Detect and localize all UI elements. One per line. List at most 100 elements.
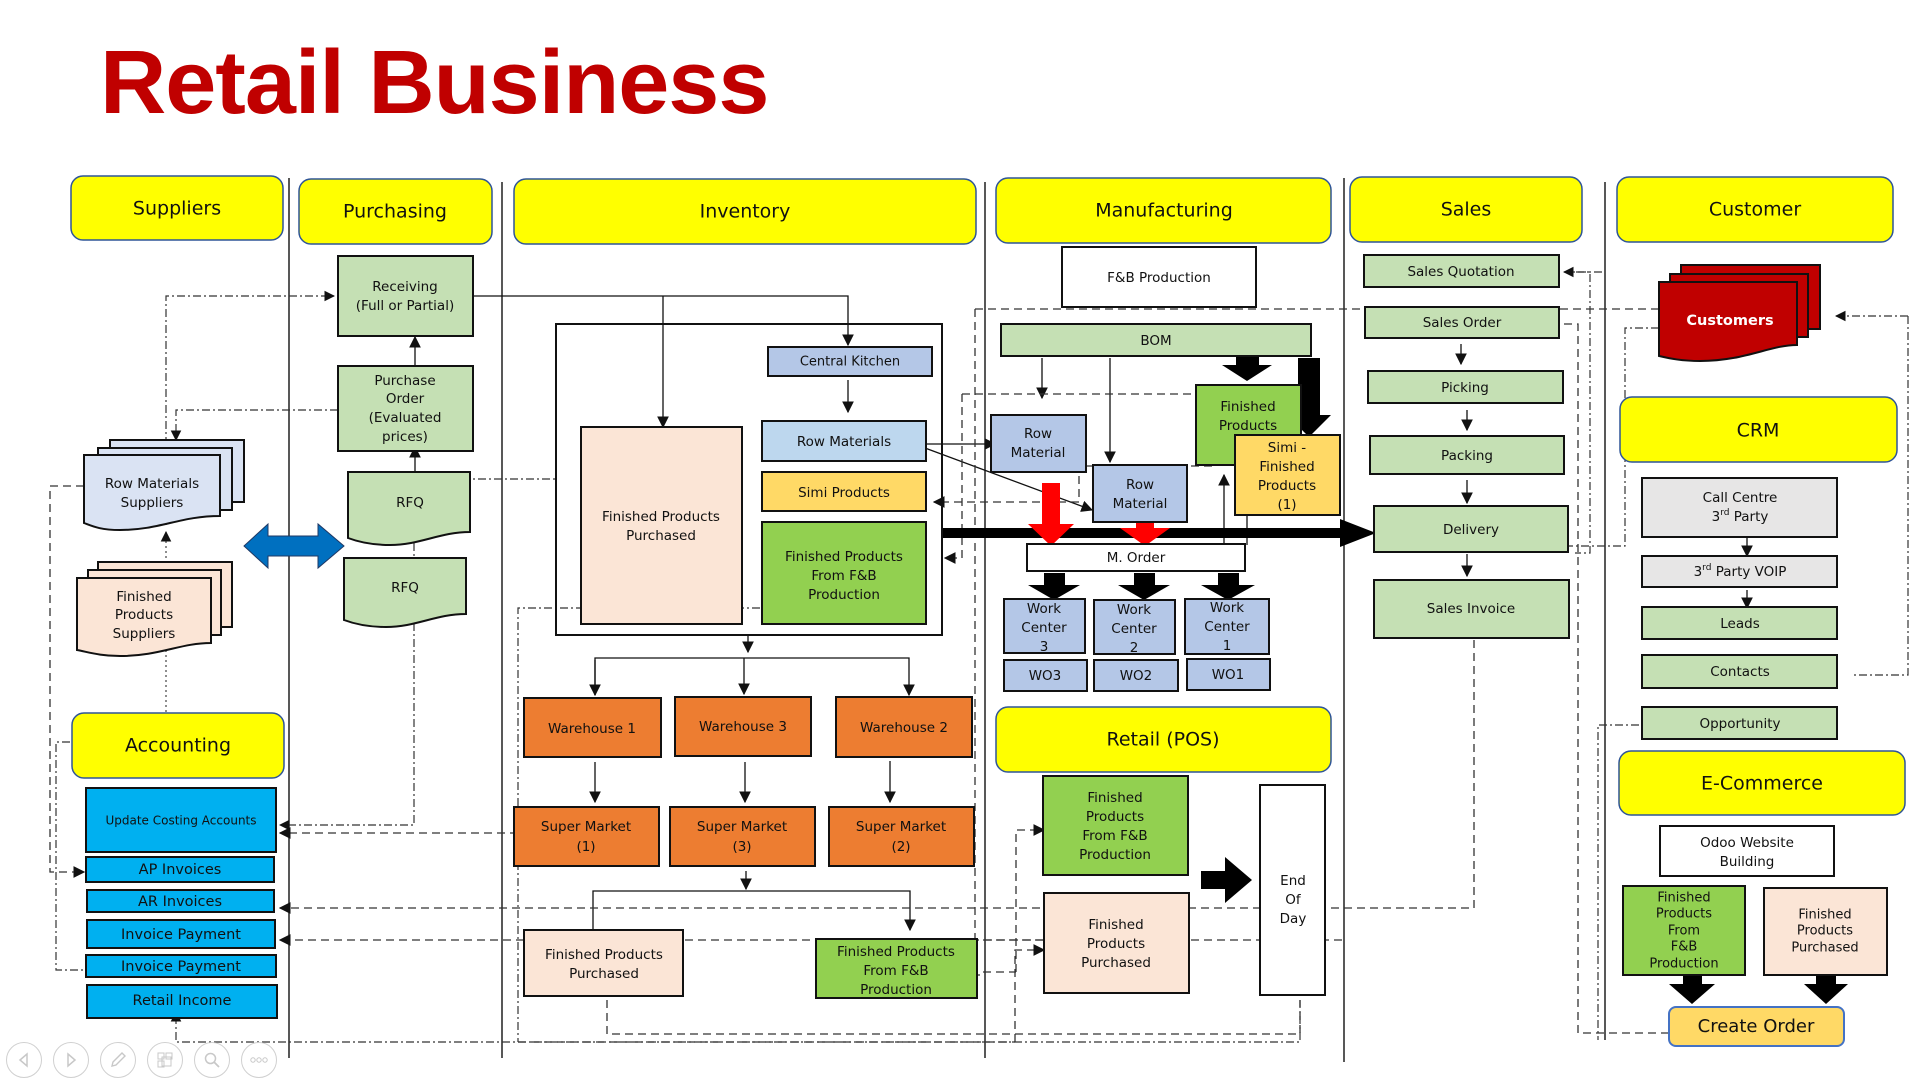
zoom-button[interactable] — [194, 1042, 230, 1078]
svg-text:Finished: Finished — [1220, 399, 1275, 415]
voip-node[interactable]: 3rd Party VOIP — [1641, 555, 1838, 588]
magnifier-icon — [204, 1052, 220, 1068]
pen-tool-button[interactable] — [100, 1042, 136, 1078]
svg-text:Row Materials: Row Materials — [105, 476, 199, 492]
row-materials-suppliers[interactable]: Row Materials Suppliers — [83, 439, 245, 532]
svg-text:Manufacturing: Manufacturing — [1095, 200, 1233, 222]
slide-title: Retail Business — [100, 33, 769, 133]
sales-quotation-node[interactable]: Sales Quotation — [1363, 254, 1560, 288]
ar-invoices-button[interactable]: AR Invoices — [86, 889, 275, 913]
wo1-node[interactable]: WO1 — [1186, 658, 1271, 691]
svg-text:Row Materials: Row Materials — [797, 434, 891, 450]
create-order-button[interactable]: Create Order — [1668, 1006, 1845, 1047]
svg-text:Material: Material — [1011, 445, 1066, 461]
svg-text:Finished Products: Finished Products — [837, 944, 955, 960]
contacts-node[interactable]: Contacts — [1641, 654, 1838, 689]
svg-text:Leads: Leads — [1720, 616, 1759, 632]
svg-text:(2): (2) — [891, 839, 910, 855]
pos-fp-purchased-node[interactable]: Finished Products Purchased — [1043, 892, 1190, 994]
inventory-fp-fnb-node[interactable]: Finished Products From F&B Production — [761, 521, 927, 625]
central-kitchen-node[interactable]: Central Kitchen — [767, 346, 933, 377]
svg-text:End: End — [1280, 873, 1306, 889]
pen-icon — [111, 1052, 126, 1067]
odoo-website-node[interactable]: Odoo Website Building — [1659, 825, 1835, 877]
ecom-fp-purchased-node[interactable]: Finished Products Purchased — [1763, 887, 1888, 976]
next-slide-button[interactable] — [53, 1042, 89, 1078]
warehouse-2-node[interactable]: Warehouse 2 — [835, 696, 973, 758]
svg-text:Finished: Finished — [1798, 908, 1851, 923]
svg-text:Super Market: Super Market — [697, 819, 787, 835]
svg-text:Finished Products: Finished Products — [602, 509, 720, 525]
supermarket-3-node[interactable]: Super Market (3) — [669, 806, 816, 867]
inventory-out-fp-fnb-node[interactable]: Finished Products From F&B Production — [815, 938, 978, 999]
bom-node[interactable]: BOM — [1000, 323, 1312, 357]
svg-text:F&B Production: F&B Production — [1107, 270, 1211, 286]
work-center-1-node[interactable]: Work Center 1 — [1184, 598, 1270, 655]
ecom-fp-fnb-node[interactable]: Finished Products From F&B Production — [1622, 885, 1746, 976]
svg-text:Warehouse 1: Warehouse 1 — [548, 721, 636, 737]
call-centre-node[interactable]: Call Centre 3rd Party — [1641, 477, 1838, 538]
end-of-day-node[interactable]: End Of Day — [1259, 784, 1326, 996]
receiving-node[interactable]: Receiving (Full or Partial) — [337, 255, 474, 337]
inventory-out-fp-purchased-node[interactable]: Finished Products Purchased — [523, 929, 684, 997]
svg-text:Work: Work — [1117, 602, 1151, 618]
customers-document[interactable]: Customers — [1658, 264, 1821, 363]
invoice-payment-button-1[interactable]: Invoice Payment — [86, 919, 276, 949]
update-costing-accounts-button[interactable]: Update Costing Accounts — [85, 787, 277, 853]
lane-header-suppliers: Suppliers — [70, 175, 284, 241]
wo3-node[interactable]: WO3 — [1003, 659, 1088, 692]
inventory-fp-purchased-node[interactable]: Finished Products Purchased — [580, 426, 743, 625]
m-order-node[interactable]: M. Order — [1026, 543, 1246, 572]
previous-slide-button[interactable] — [6, 1042, 42, 1078]
picking-node[interactable]: Picking — [1367, 370, 1564, 404]
svg-text:Center: Center — [1111, 621, 1157, 637]
purchase-order-node[interactable]: Purchase Order (Evaluated prices) — [337, 365, 474, 452]
ap-invoices-button[interactable]: AP Invoices — [85, 856, 275, 883]
svg-text:Row: Row — [1024, 426, 1052, 442]
simi-products-node[interactable]: Simi Products — [761, 471, 927, 512]
rfq-document-2[interactable]: RFQ — [343, 557, 467, 629]
svg-text:From F&B: From F&B — [1082, 828, 1147, 844]
packing-node[interactable]: Packing — [1369, 435, 1565, 475]
svg-text:E-Commerce: E-Commerce — [1701, 773, 1823, 795]
svg-text:Inventory: Inventory — [700, 201, 791, 223]
supermarket-1-node[interactable]: Super Market (1) — [513, 806, 660, 867]
simi-finished-products-node[interactable]: Simi - Finished Products (1) — [1234, 434, 1341, 516]
fnb-production-node[interactable]: F&B Production — [1061, 246, 1257, 308]
row-material-1-node[interactable]: Row Material — [990, 414, 1087, 473]
delivery-node[interactable]: Delivery — [1373, 505, 1569, 553]
invoice-payment-button-2[interactable]: Invoice Payment — [85, 954, 277, 978]
svg-text:Building: Building — [1720, 854, 1775, 870]
rfq-document-1[interactable]: RFQ — [347, 471, 471, 547]
sales-order-node[interactable]: Sales Order — [1364, 306, 1560, 339]
lane-header-ecommerce: E-Commerce — [1618, 750, 1906, 816]
leads-node[interactable]: Leads — [1641, 606, 1838, 640]
svg-text:Products: Products — [1087, 936, 1145, 952]
opportunity-node[interactable]: Opportunity — [1641, 706, 1838, 740]
svg-text:Suppliers: Suppliers — [113, 626, 176, 642]
svg-text:Simi -: Simi - — [1268, 440, 1307, 456]
svg-text:Invoice Payment: Invoice Payment — [121, 927, 241, 943]
finished-products-suppliers[interactable]: Finished Products Suppliers — [76, 561, 233, 658]
warehouse-1-node[interactable]: Warehouse 1 — [523, 697, 662, 758]
row-material-2-node[interactable]: Row Material — [1092, 464, 1188, 523]
inventory-row-materials-node[interactable]: Row Materials — [761, 420, 927, 462]
wo2-node[interactable]: WO2 — [1093, 659, 1179, 692]
svg-text:From F&B: From F&B — [811, 568, 876, 584]
svg-text:Finished: Finished — [116, 589, 171, 605]
more-options-button[interactable] — [241, 1042, 277, 1078]
pos-fp-fnb-node[interactable]: Finished Products From F&B Production — [1042, 775, 1189, 876]
work-center-2-node[interactable]: Work Center 2 — [1093, 599, 1176, 656]
svg-text:Super Market: Super Market — [856, 819, 946, 835]
svg-text:Contacts: Contacts — [1710, 664, 1770, 680]
supermarket-2-node[interactable]: Super Market (2) — [828, 806, 975, 867]
sales-invoice-node[interactable]: Sales Invoice — [1373, 579, 1570, 639]
retail-income-button[interactable]: Retail Income — [86, 984, 278, 1019]
svg-text:Production: Production — [1079, 847, 1151, 863]
warehouse-3-node[interactable]: Warehouse 3 — [674, 696, 812, 757]
svg-text:1: 1 — [1223, 638, 1232, 654]
work-center-3-node[interactable]: Work Center 3 — [1003, 598, 1086, 655]
see-all-slides-button[interactable] — [147, 1042, 183, 1078]
double-arrow-icon — [243, 522, 345, 570]
